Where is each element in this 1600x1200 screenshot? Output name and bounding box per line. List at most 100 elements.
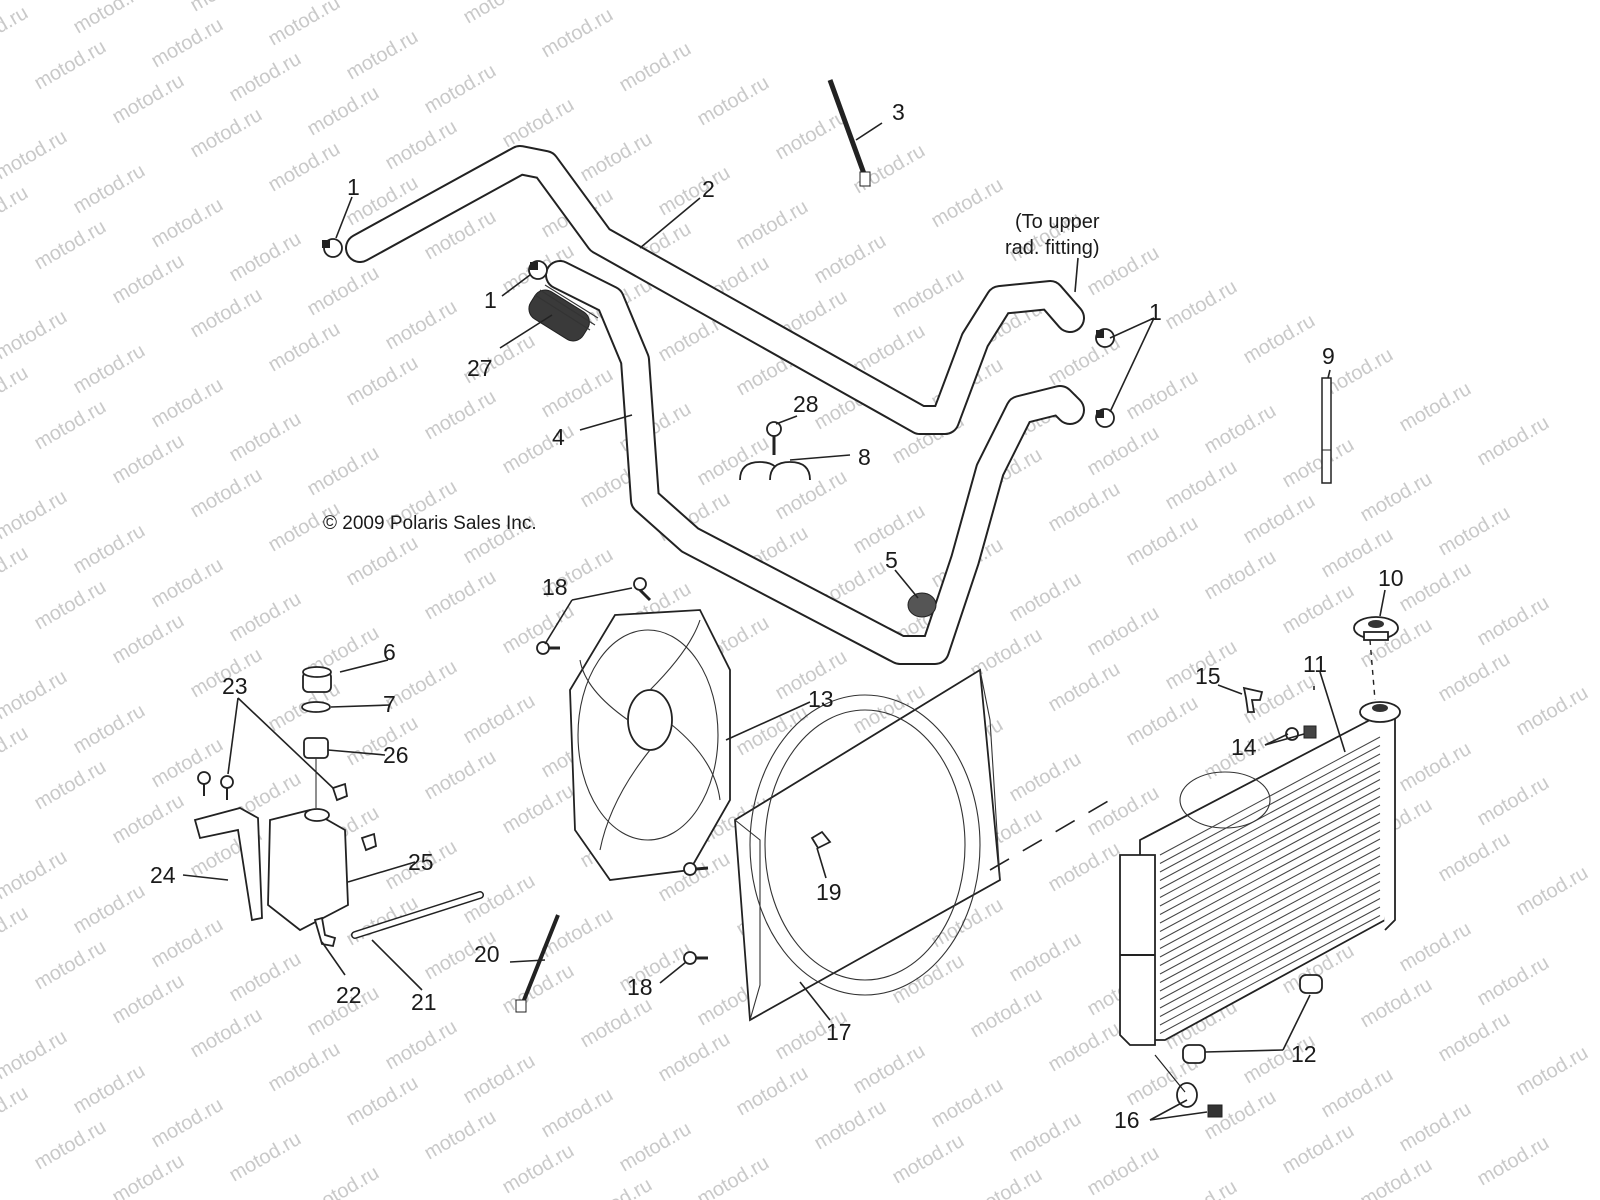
screw-18a: [633, 577, 652, 602]
watermark-text: motod.ru: [1006, 568, 1085, 627]
watermark-text: motod.ru: [1279, 580, 1358, 639]
watermark-text: motod.ru: [304, 1162, 383, 1200]
watermark-text: motod.ru: [0, 1082, 32, 1141]
watermark-text: motod.ru: [1045, 658, 1124, 717]
watermark-text: motod.ru: [0, 0, 71, 4]
radiator-fin: [1159, 864, 1381, 983]
callout-1-b: 1: [484, 287, 497, 313]
watermark-text: motod.ru: [226, 948, 305, 1007]
watermark-text: motod.ru: [538, 1084, 617, 1143]
hose-clamp-1c: [1095, 328, 1115, 348]
watermark-text: motod.ru: [148, 374, 227, 433]
callout-22: 22: [336, 982, 362, 1008]
watermark-text: motod.ru: [226, 228, 305, 287]
tube-21: [351, 891, 484, 939]
watermark-text: motod.ru: [0, 846, 71, 905]
radiator-fin: [1159, 813, 1381, 932]
callout-27: 27: [467, 355, 493, 381]
grommet-5: [907, 592, 937, 618]
radiator-fin: [1159, 906, 1381, 1026]
callout-21: 21: [411, 989, 437, 1015]
watermark-text: motod.ru: [1123, 512, 1202, 571]
callout-9: 9: [1322, 343, 1335, 369]
watermark-text: motod.ru: [148, 194, 227, 253]
watermark-text: motod.ru: [70, 880, 149, 939]
hose-2: [345, 145, 1085, 435]
watermark-text: motod.ru: [1240, 490, 1319, 549]
watermark-text: motod.ru: [70, 340, 149, 399]
watermark-text: motod.ru: [1435, 648, 1514, 707]
watermark-text: motod.ru: [1045, 1018, 1124, 1077]
radiator-fin: [1159, 804, 1381, 924]
watermark-text: motod.ru: [187, 1004, 266, 1063]
radiator-fin: [1159, 838, 1381, 958]
watermark-text: motod.ru: [31, 936, 110, 995]
watermark-text: motod.ru: [226, 48, 305, 107]
callout-19: 19: [816, 879, 842, 905]
watermark-text: motod.ru: [1240, 310, 1319, 369]
watermark-text: motod.ru: [31, 756, 110, 815]
watermark-text: motod.ru: [577, 128, 656, 187]
watermark-text: motod.ru: [343, 1072, 422, 1131]
watermark-text: motod.ru: [1006, 748, 1085, 807]
watermark-text: motod.ru: [421, 1106, 500, 1165]
watermark-text: motod.ru: [0, 306, 71, 365]
watermark-text: motod.ru: [928, 1074, 1007, 1133]
watermark-text: motod.ru: [499, 420, 578, 479]
watermark-text: motod.ru: [1357, 1154, 1436, 1200]
watermark-text: motod.ru: [499, 94, 578, 153]
watermark-text: motod.ru: [1279, 1120, 1358, 1179]
screw-18b: [536, 641, 560, 655]
bottle-25: [267, 758, 349, 932]
bracket-8: [739, 461, 811, 481]
watermark-text: motod.ru: [265, 1038, 344, 1097]
watermark-text: motod.ru: [1006, 928, 1085, 987]
watermark-text: motod.ru: [1045, 478, 1124, 537]
watermark-text: motod.ru: [655, 162, 734, 221]
watermark-text: motod.ru: [1357, 468, 1436, 527]
filler-neck-11: [1359, 701, 1401, 723]
hose-clamp-1d: [1095, 408, 1115, 428]
callout-labels: 1 1 1 2 3 4 5 6 7 8 9 10 11 12 13 14 15 …: [150, 99, 1404, 1133]
watermark-text: motod.ru: [733, 1062, 812, 1121]
watermark-text: motod.ru: [850, 320, 929, 379]
callout-26: 26: [383, 742, 409, 768]
radiator-fin: [1159, 770, 1381, 890]
copyright-notice: © 2009 Polaris Sales Inc.: [323, 513, 537, 534]
hose-clamp-1a: [322, 238, 343, 258]
radiator-fin: [1159, 872, 1381, 992]
callout-18-a: 18: [542, 574, 568, 600]
watermark-text: motod.ru: [421, 566, 500, 625]
clip-unlabeled: [360, 832, 378, 852]
callout-17: 17: [826, 1019, 852, 1045]
callout-2: 2: [702, 176, 715, 202]
watermark-text: motod.ru: [304, 82, 383, 141]
watermark-text: motod.ru: [1162, 456, 1241, 515]
watermark-text: motod.ru: [1084, 782, 1163, 841]
watermark-text: motod.ru: [1474, 952, 1553, 1011]
callout-1-a: 1: [347, 174, 360, 200]
watermark-text: motod.ru: [1435, 1008, 1514, 1067]
watermark-text: motod.ru: [382, 116, 461, 175]
callout-1-c: 1: [1149, 299, 1162, 325]
watermark-text: motod.ru: [1474, 1132, 1553, 1191]
watermark-text: motod.ru: [304, 262, 383, 321]
watermark-text: motod.ru: [70, 1060, 149, 1119]
watermark-text: motod.ru: [226, 408, 305, 467]
callout-28: 28: [793, 391, 819, 417]
radiator-fin: [1159, 753, 1381, 873]
hose-27: [528, 284, 599, 342]
radiator-fin: [1159, 915, 1381, 1034]
watermark-text: motod.ru: [382, 1016, 461, 1075]
watermark-text: motod.ru: [538, 364, 617, 423]
watermark-text: motod.ru: [1045, 838, 1124, 897]
radiator-cap-10: [1353, 616, 1399, 641]
watermark-text: motod.ru: [109, 250, 188, 309]
watermark-text: motod.ru: [31, 396, 110, 455]
watermark-text: motod.ru: [382, 296, 461, 355]
radiator-fin: [1159, 762, 1381, 881]
watermark-text: motod.ru: [694, 432, 773, 491]
watermark-text: motod.ru: [265, 138, 344, 197]
watermark-text: motod.ru: [1396, 558, 1475, 617]
